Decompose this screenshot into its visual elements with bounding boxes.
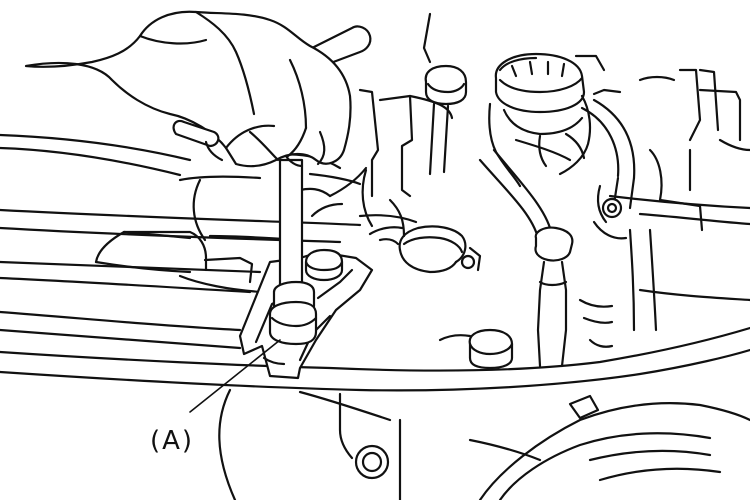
socket-wrench (268, 158, 318, 346)
bracket-nut (304, 248, 344, 282)
lower-fender (218, 388, 750, 500)
callout-a: (A) (150, 339, 281, 456)
timing-housing (268, 88, 454, 238)
callout-label: (A) (150, 426, 194, 456)
filler-cap (378, 225, 482, 274)
coolant-fitting (438, 328, 514, 370)
dipstick (422, 12, 468, 176)
bracket-bolt (578, 197, 628, 348)
hand (24, 10, 372, 168)
upper-right-frame (628, 68, 750, 332)
fender-bolt (354, 444, 390, 480)
callout-leader-line (189, 339, 281, 413)
hoses (478, 98, 636, 368)
body-panels (0, 133, 750, 422)
engine-cover (94, 172, 362, 294)
